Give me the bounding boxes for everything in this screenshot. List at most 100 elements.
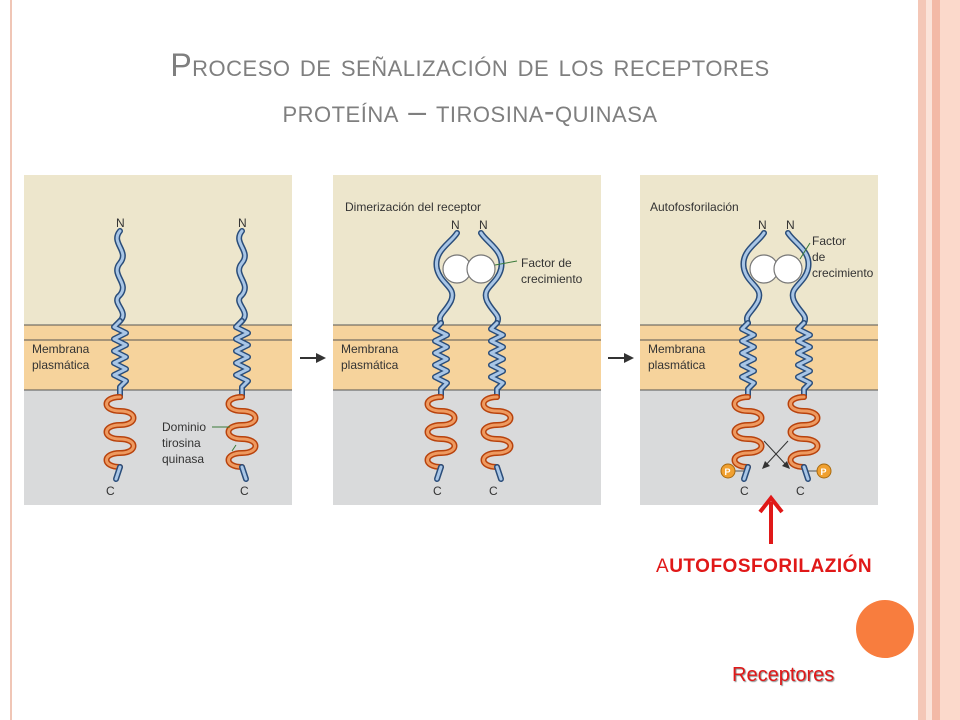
slide-title: Proceso de señalización de los receptore… [30,42,910,134]
membrane-label-line-2: plasmática [32,358,90,372]
receptor-left: N C [103,216,137,498]
arrowhead-icon [762,461,770,469]
cytoplasm-region [333,390,601,505]
n-terminus-label: N [451,218,460,232]
n-terminus-label: N [238,216,247,230]
up-arrow-icon [758,494,784,544]
panel-header: Dimerización del receptor [345,200,481,214]
transmembrane-helix-core [489,321,505,399]
c-terminus-label: C [240,484,249,498]
membrane-label-line-1: Membrana [341,342,399,356]
membrane-label-line-2: plasmática [341,358,399,372]
c-terminus-label: C [433,484,442,498]
receptor-tail-core [114,465,122,481]
autophosphorylation-label-rest: UTOFOSFORILAZIÓN [669,556,873,577]
receptor-extracellular-chain-core [115,229,125,323]
phosphate-icon [720,463,736,479]
decor-circle [856,600,914,658]
transmembrane-helix-core [112,319,128,399]
step-arrow-icon [300,353,326,363]
phosphate-label: P [821,467,827,477]
factor-label-line-1: Factor de [521,256,572,270]
c-terminus-label: C [740,484,749,498]
panel-2-diagram: Dimerización del receptor N C N C [333,175,601,505]
transmembrane-helix-core [234,319,250,399]
kinase-label-line-3: quinasa [162,452,204,466]
factor-label-line-3: crecimiento [812,266,874,280]
receptor-extracellular-chain-core [434,231,459,325]
autophosphorylation-label: AUTOFOSFORILAZIÓN [656,556,872,578]
extracellular-region [24,175,292,325]
slide-left-border [10,0,12,720]
receptor-right: N C [785,218,821,498]
phosphate-label: P [725,467,731,477]
receptor-extracellular-chain-core [741,231,766,325]
receptor-extracellular-chain-core [786,231,811,325]
receptors-label: Receptores [732,664,835,686]
receptor-left: N C [424,218,460,498]
receptor-tail-core [802,465,810,481]
growth-factor-sphere [773,254,803,284]
receptor-extracellular-chain-core [237,229,247,323]
plasma-membrane [640,325,878,390]
receptor-tail-core [495,465,503,481]
receptor-extracellular-chain-core [479,231,504,325]
receptor-right: N C [225,216,259,498]
plasma-membrane [333,325,601,390]
growth-factor-dimer [749,254,803,284]
transmembrane-helix-core [740,321,756,399]
factor-leader-line [494,260,518,266]
panel-header: Autofosforilación [650,200,739,214]
n-terminus-label: N [758,218,767,232]
receptor-right: N C [478,218,514,498]
membrane-label-line-1: Membrana [648,342,706,356]
factor-leader-line [799,242,811,260]
extracellular-region [333,175,601,325]
kinase-leader-tick [231,444,237,452]
cross-phosphorylation-arrows [762,440,790,469]
phosphate-icon [816,463,832,479]
diagram-panel-inactive: N C N C Membrana plasmática Dominio tiro… [24,175,292,505]
receptor-left: N C [731,218,767,498]
decor-stripe [926,0,932,720]
c-terminus-label: C [489,484,498,498]
membrane-label-line-2: plasmática [648,358,706,372]
kinase-label-line-2: tirosina [162,436,201,450]
c-terminus-label: C [796,484,805,498]
transmembrane-helix-core [433,321,449,399]
receptor-tail-core [742,465,750,481]
kinase-domain-core [733,395,763,469]
arrowhead-icon [782,461,790,469]
factor-label-line-1: Factor [812,234,846,248]
membrane-label-line-1: Membrana [32,342,90,356]
cross-arrow-line [763,440,789,468]
panel-1-diagram: N C N C Membrana plasmática Dominio tiro… [24,175,292,505]
c-terminus-label: C [106,484,115,498]
factor-label-line-2: de [812,250,826,264]
receptor-tail-core [240,465,248,481]
n-terminus-label: N [479,218,488,232]
kinase-domain-core [227,395,257,469]
factor-label-line-2: crecimiento [521,272,583,286]
phosphate-group-left: P [720,463,744,479]
diagram-panel-autophosphorylation: Autofosforilación N C N C [640,175,908,505]
kinase-domain-core [105,395,135,469]
decor-stripe [940,0,960,720]
kinase-label-line-1: Dominio [162,420,206,434]
decor-stripe [932,0,940,720]
transmembrane-helix-core [796,321,812,399]
step-arrow-icon [608,353,634,363]
diagram-panel-dimerization: Dimerización del receptor N C N C [333,175,601,505]
decor-stripe [918,0,926,720]
phosphate-group-right: P [808,463,832,479]
n-terminus-label: N [786,218,795,232]
panel-3-diagram: Autofosforilación N C N C [640,175,878,505]
receptor-tail-core [435,465,443,481]
kinase-domain-core [482,395,512,469]
slide-title-line-1: Proceso de señalización de los receptore… [170,47,770,83]
kinase-domain-core [789,395,819,469]
slide-title-line-2: proteína – tirosina-quinasa [282,93,658,129]
growth-factor-dimer [442,254,496,284]
kinase-domain-core [426,395,456,469]
growth-factor-sphere [466,254,496,284]
